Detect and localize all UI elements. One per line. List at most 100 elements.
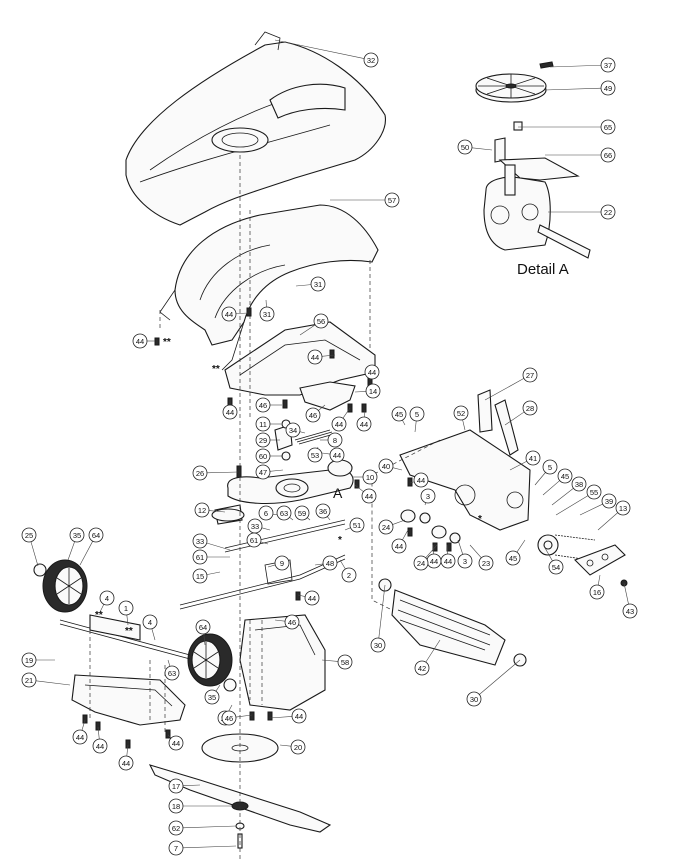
callout-circle (192, 465, 208, 481)
leader-c7 (182, 845, 237, 849)
callout-label: 37 (604, 61, 612, 70)
callout-label: 33 (251, 522, 259, 531)
leader-c50 (471, 147, 493, 151)
callout-c17: 17 (168, 778, 184, 794)
callout-circle (307, 349, 323, 365)
callout-c44i: 44 (413, 472, 429, 488)
callout-c53: 53 (307, 447, 323, 463)
callout-label: 2 (347, 571, 351, 580)
callout-label: 7 (174, 844, 178, 853)
callout-label: 44 (333, 451, 341, 460)
callout-c4a: 4 (99, 590, 115, 606)
callout-label: 24 (382, 523, 390, 532)
callout-c44d: 44 (364, 364, 380, 380)
callout-circle (164, 665, 180, 681)
callout-label: 41 (529, 454, 537, 463)
callout-circle (195, 619, 211, 635)
callout-circle (168, 798, 184, 814)
leader-c42 (425, 639, 441, 663)
callout-c11: 11 (255, 416, 271, 432)
callout-circle (192, 533, 208, 549)
leader-c17 (182, 784, 201, 787)
callout-c44j: 44 (361, 488, 377, 504)
callout-label: 54 (552, 563, 560, 572)
callout-circle (341, 567, 357, 583)
callout-circle (290, 739, 306, 755)
callout-circle (255, 432, 271, 448)
leader-c15 (206, 571, 221, 575)
callout-label: 36 (319, 507, 327, 516)
callout-c6: 6 (258, 505, 274, 521)
callout-c44r: 44 (168, 735, 184, 751)
leader-c49 (544, 87, 602, 91)
callout-circle (204, 689, 220, 705)
callout-circle (246, 532, 262, 548)
callout-circle (420, 488, 436, 504)
callout-c57: 57 (384, 192, 400, 208)
leader-c61a (260, 541, 269, 545)
callout-c18: 18 (168, 798, 184, 814)
single-star-mark-2: * (478, 514, 482, 525)
callout-circle (413, 472, 429, 488)
leader-c58 (321, 659, 339, 662)
callout-c1: 1 (118, 600, 134, 616)
callout-label: 50 (461, 143, 469, 152)
callout-label: 66 (604, 151, 612, 160)
callout-circle (409, 406, 425, 422)
detail-a-marker: A (333, 485, 343, 501)
callout-label: 55 (590, 488, 598, 497)
callout-circle (466, 691, 482, 707)
leader-c23 (469, 544, 482, 558)
callout-c24b: 24 (413, 555, 429, 571)
callout-c42: 42 (414, 660, 430, 676)
leader-c3a (424, 502, 427, 506)
callout-circle (88, 527, 104, 543)
leader-c35b (215, 684, 221, 692)
callout-circle (255, 397, 271, 413)
callout-c29: 29 (255, 432, 271, 448)
blade (148, 764, 332, 833)
leader-c39 (579, 503, 603, 516)
leader-c48 (314, 563, 324, 566)
callout-c28: 28 (522, 400, 538, 416)
callout-label: 35 (73, 531, 81, 540)
callout-label: 16 (593, 588, 601, 597)
callout-label: 44 (365, 492, 373, 501)
chain-drive (537, 534, 628, 587)
callout-label: 39 (605, 497, 613, 506)
callout-c39: 39 (601, 493, 617, 509)
callout-circle (525, 450, 541, 466)
callout-c64a: 64 (88, 527, 104, 543)
callout-circle (542, 459, 558, 475)
callout-c65: 65 (600, 119, 616, 135)
callout-label: 22 (604, 208, 612, 217)
callout-c44c: 44 (307, 349, 323, 365)
callout-c16: 16 (589, 584, 605, 600)
callout-c19: 19 (21, 652, 37, 668)
callout-circle (21, 527, 37, 543)
callout-c47: 47 (255, 464, 271, 480)
callout-c51: 51 (349, 517, 365, 533)
leader-c44n (297, 594, 306, 597)
callout-label: 53 (311, 451, 319, 460)
leader-c44f (342, 407, 351, 419)
callout-label: 47 (259, 468, 267, 477)
leader-c46c (274, 619, 286, 622)
detail-a-title: Detail A (517, 261, 569, 278)
callout-c33a: 33 (247, 518, 263, 534)
callout-c44n: 44 (304, 590, 320, 606)
callout-label: 29 (259, 436, 267, 445)
callout-label: 64 (199, 623, 207, 632)
callout-c27: 27 (522, 367, 538, 383)
callout-circle (168, 840, 184, 856)
callout-label: 42 (418, 664, 426, 673)
callout-c44p: 44 (72, 729, 88, 745)
callout-label: 44 (360, 420, 368, 429)
callout-label: 44 (395, 542, 403, 551)
leader-c3b (457, 539, 464, 555)
callout-c14: 14 (365, 383, 381, 399)
callout-circle (363, 52, 379, 68)
callout-circle (255, 416, 271, 432)
callout-c49: 49 (600, 80, 616, 96)
leader-c33a (261, 527, 271, 531)
